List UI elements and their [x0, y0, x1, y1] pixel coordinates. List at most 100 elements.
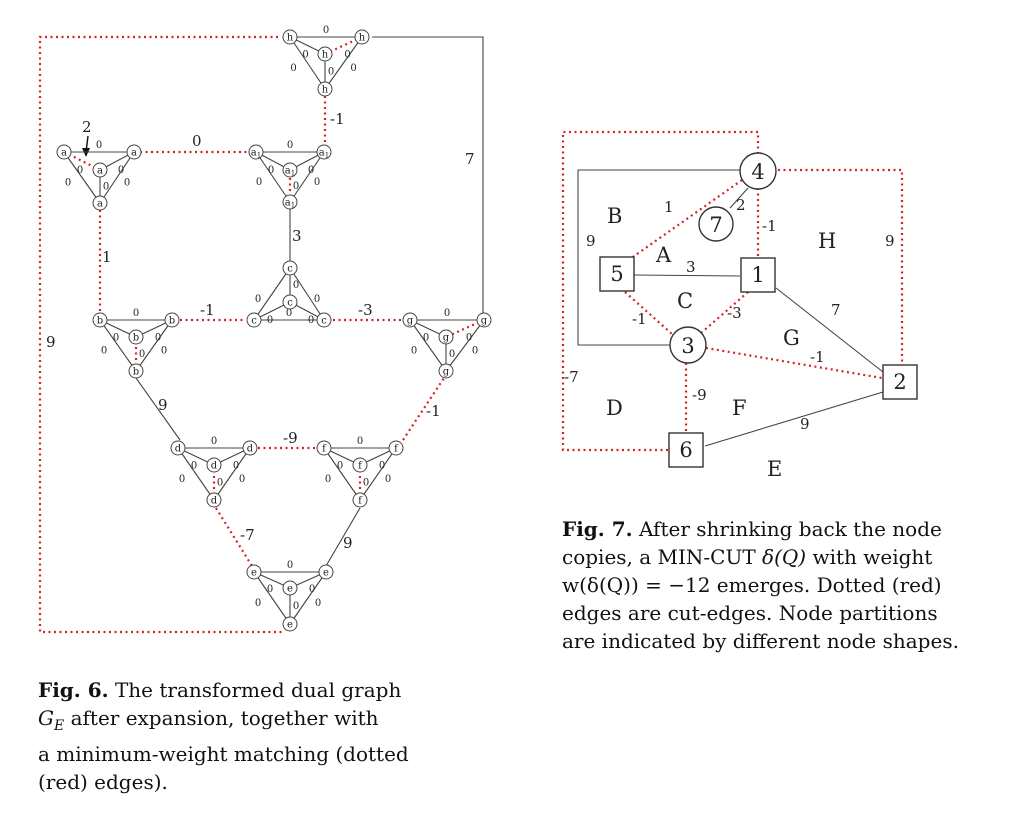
gadget-node-label: a [97, 199, 103, 210]
node-1: 1 [740, 257, 776, 293]
gadget-node [92, 195, 108, 211]
face-C: C [677, 289, 693, 313]
gadget-node-label: h [287, 33, 294, 44]
gadget-weight: 0 [350, 63, 356, 74]
gadget-weight: 0 [293, 280, 299, 291]
gadget-node-label: a1 [285, 198, 295, 210]
svg-text:1: 1 [751, 263, 764, 287]
gadget-weight: 0 [233, 461, 239, 472]
gadget-weight: 0 [444, 308, 450, 319]
gadget-node-label: g [407, 316, 414, 327]
fig7-caption-copies: copies, a [562, 545, 652, 569]
node-6: 6 [668, 432, 704, 468]
gadget-weight: 0 [293, 181, 299, 192]
node-5: 5 [599, 256, 635, 292]
gadget-node-label: d [211, 496, 218, 507]
edge-4-5 [629, 179, 743, 260]
gadget-weight: 0 [239, 474, 245, 485]
gadget-weight: 0 [179, 474, 185, 485]
gadget-weight: 0 [118, 165, 124, 176]
gadget-weight: 0 [287, 140, 293, 151]
gadget-node-label: a [61, 148, 67, 159]
svg-text:7: 7 [709, 213, 722, 237]
gadget-node [282, 29, 298, 45]
edge-4-7 [729, 187, 749, 209]
weight-3-6: -9 [692, 386, 707, 404]
gadget-weight: 0 [133, 308, 139, 319]
face-F: F [732, 396, 747, 420]
weight-3-2: -1 [810, 348, 825, 366]
gadget-edge [289, 267, 325, 321]
gadget-node-label: h [359, 33, 366, 44]
svg-text:3: 3 [681, 334, 694, 358]
gadget-node-label: b [133, 333, 139, 344]
gadget-node [206, 492, 222, 508]
gadget-weight: 0 [77, 165, 83, 176]
gadget-edge [63, 151, 101, 204]
gadget-d [177, 447, 251, 501]
gadget-node-label: c [287, 298, 293, 309]
weight-a-a1: 0 [192, 132, 202, 150]
fig6-caption-symbol-sub: E [53, 718, 65, 734]
fig7-caption-mincut: MIN-CUT [657, 545, 756, 569]
gadget-node [164, 312, 180, 328]
edge-4-6-outer [561, 130, 760, 452]
gadget-node-label: e [287, 620, 293, 631]
gadget-weight: 0 [308, 315, 314, 326]
fig6-caption-symbol: G [38, 706, 54, 730]
gadget-node-label: c [321, 316, 327, 327]
gadget-node [246, 312, 262, 328]
gadget-weight: 0 [325, 474, 331, 485]
gadget-edge [253, 571, 291, 625]
gadget-weight: 0 [314, 294, 320, 305]
gadget-node-label: h [322, 85, 329, 96]
gadget-weight: 0 [302, 50, 308, 61]
gadget-weight: 0 [315, 598, 321, 609]
weight-6-2: 9 [800, 415, 810, 433]
gadget-edge [289, 571, 327, 625]
gadget-edge [323, 447, 361, 501]
weight-5-3: -1 [632, 310, 647, 328]
weight-arrow-2: 2 [82, 118, 92, 136]
gadget-node [402, 312, 418, 328]
gadget-node-label: a1 [319, 148, 329, 160]
fig7-caption-line3: w(δ(Q)) = −12 emerges. Dotted (red) [562, 573, 942, 597]
gadget-weight: 0 [357, 436, 363, 447]
gadget-edge [135, 319, 173, 372]
gadget-node-label: d [247, 444, 254, 455]
edge-h-e [38, 35, 283, 634]
gadget-node [282, 616, 298, 632]
gadget-node [128, 363, 144, 379]
gadget-node-label: e [323, 568, 329, 579]
gadget-weight: 0 [293, 601, 299, 612]
gadget-weight: 0 [103, 182, 109, 193]
gadget-edge [289, 151, 325, 203]
fig7-caption-line4: edges are cut-edges. Node partitions [562, 601, 938, 625]
edge-3-2 [705, 346, 883, 380]
gadget-weight: 0 [124, 178, 130, 189]
gadget-edge [324, 36, 363, 90]
gadget-weight: 0 [344, 50, 350, 61]
gadget-edge [99, 319, 137, 372]
face-A: A [655, 243, 672, 267]
weight-4-6: -7 [564, 368, 579, 386]
gadget-weight: 0 [268, 165, 274, 176]
gadget-weight: 0 [423, 333, 429, 344]
fig6-caption-line2: after expansion, together with [70, 706, 379, 730]
gadget-node [282, 580, 298, 596]
weight-a-b: 1 [102, 248, 112, 266]
gadget-weight: 0 [191, 461, 197, 472]
gadget-weight: 0 [255, 294, 261, 305]
face-H: H [818, 229, 836, 253]
gadget-node-label: f [358, 461, 363, 472]
gadget-weight: 0 [314, 177, 320, 188]
gadget-node [317, 46, 333, 62]
gadget-weight: 0 [363, 478, 369, 489]
edge-6-2 [704, 391, 884, 447]
gadget-weight: 0 [113, 333, 119, 344]
gadget-edge [253, 267, 291, 321]
gadget-edge [213, 447, 251, 501]
edge-d-e [215, 507, 253, 567]
gadget-weight: 0 [290, 63, 296, 74]
